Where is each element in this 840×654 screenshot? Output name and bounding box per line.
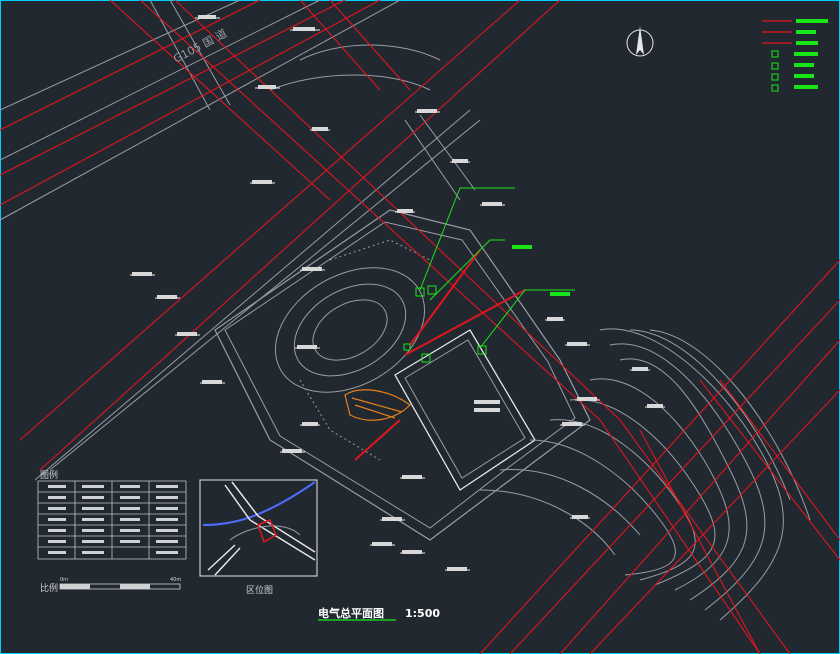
drawing-scale: 1:500 bbox=[405, 607, 440, 620]
scale-bar bbox=[59, 583, 181, 590]
location-map bbox=[199, 479, 318, 577]
scale-bar-start: 0m bbox=[60, 577, 68, 583]
location-map-label: 区位图 bbox=[246, 584, 273, 596]
line-legend bbox=[512, 19, 828, 296]
north-arrow-icon bbox=[626, 26, 654, 57]
green-annotations bbox=[403, 187, 575, 363]
scale-bar-label: 比例 bbox=[40, 582, 58, 594]
legend-table-entries bbox=[48, 485, 178, 554]
site-geometry bbox=[0, 0, 811, 621]
orange-plaza bbox=[344, 389, 411, 421]
scale-bar-end: 40m bbox=[170, 577, 181, 583]
drawing-title: 电气总平面图 bbox=[318, 606, 384, 620]
symbol-legend-table bbox=[37, 480, 187, 560]
white-tag-text-blocks bbox=[132, 15, 663, 571]
legend-heading: 图例 bbox=[40, 469, 58, 481]
